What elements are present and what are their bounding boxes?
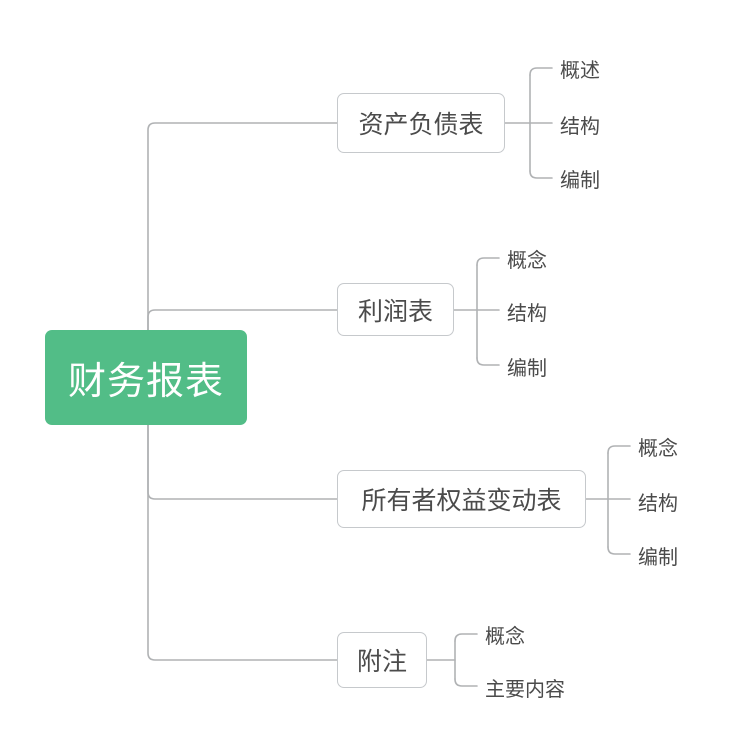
connector-root-to-branch-0 bbox=[147, 122, 338, 331]
leaf-node-label: 概念 bbox=[485, 623, 525, 648]
leaf-node[interactable]: 结构 bbox=[638, 487, 678, 515]
leaf-node-label: 概念 bbox=[638, 435, 678, 460]
leaf-node-label: 编制 bbox=[638, 544, 678, 569]
branch-node-label: 资产负债表 bbox=[358, 110, 484, 139]
branch-node-label: 所有者权益变动表 bbox=[361, 486, 562, 515]
leaf-node-label: 主要内容 bbox=[485, 676, 565, 701]
leaf-node-label: 概念 bbox=[507, 247, 547, 272]
leaf-node[interactable]: 概述 bbox=[560, 54, 600, 82]
leaf-node-label: 结构 bbox=[507, 300, 547, 325]
branch-node-income-statement[interactable]: 利润表 bbox=[337, 283, 454, 336]
connector-root-to-branch-3 bbox=[147, 424, 338, 661]
connector-branch-2-leaf-2 bbox=[607, 546, 631, 555]
leaf-node[interactable]: 结构 bbox=[560, 110, 600, 138]
leaf-node-label: 概述 bbox=[560, 57, 600, 82]
connector-branch-3-leaf-1 bbox=[454, 678, 478, 687]
leaf-node[interactable]: 概念 bbox=[507, 244, 547, 272]
leaf-node-label: 结构 bbox=[638, 490, 678, 515]
leaf-node[interactable]: 概念 bbox=[638, 432, 678, 460]
connector-branch-2-leaf-0 bbox=[607, 445, 631, 454]
branch-node-label: 附注 bbox=[356, 647, 407, 676]
leaf-node[interactable]: 编制 bbox=[560, 164, 600, 192]
connector-branch-1-leaf-0 bbox=[476, 257, 500, 266]
connector-branch-1-leaf-2 bbox=[476, 357, 500, 366]
leaf-node[interactable]: 主要内容 bbox=[485, 673, 565, 701]
leaf-node-label: 编制 bbox=[560, 167, 600, 192]
connector-branch-0-leaf-2 bbox=[529, 170, 553, 179]
connector-branch-0-leaf-0 bbox=[529, 67, 553, 76]
branch-node-balance-sheet[interactable]: 资产负债表 bbox=[337, 93, 505, 153]
leaf-node[interactable]: 编制 bbox=[507, 352, 547, 380]
leaf-node[interactable]: 编制 bbox=[638, 541, 678, 569]
branch-node-owners-equity-statement[interactable]: 所有者权益变动表 bbox=[337, 470, 586, 528]
leaf-node[interactable]: 结构 bbox=[507, 297, 547, 325]
connector-root-to-branch-2 bbox=[147, 424, 338, 500]
leaf-node-label: 结构 bbox=[560, 113, 600, 138]
branch-node-label: 利润表 bbox=[357, 296, 433, 326]
root-node[interactable]: 财务报表 bbox=[45, 330, 247, 425]
branch-node-notes[interactable]: 附注 bbox=[337, 632, 427, 688]
root-node-label: 财务报表 bbox=[67, 359, 224, 403]
leaf-node[interactable]: 概念 bbox=[485, 620, 525, 648]
leaf-node-label: 编制 bbox=[507, 355, 547, 380]
connector-root-to-branch-1 bbox=[147, 309, 338, 331]
connector-branch-3-leaf-0 bbox=[454, 633, 478, 642]
